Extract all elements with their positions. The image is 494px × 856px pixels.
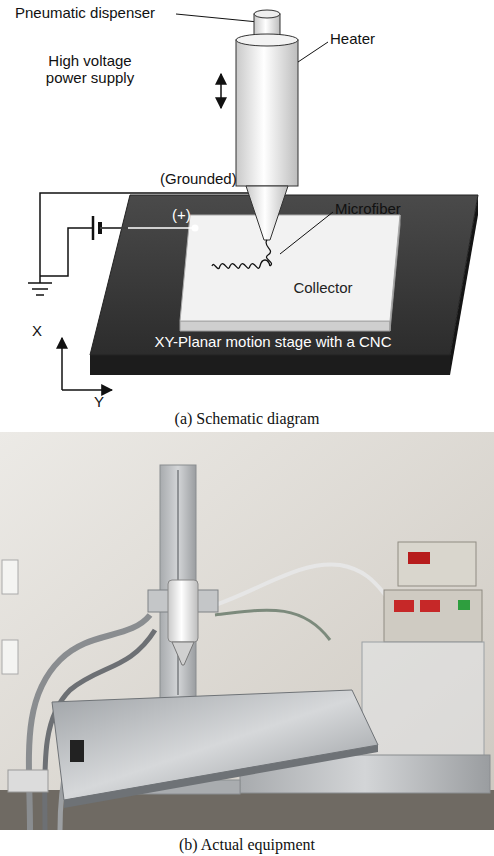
part-label: Pneumatic dispenser — [15, 4, 155, 21]
axis-label: Y — [94, 393, 104, 410]
node-label: XY-Planar motion stage with a CNC — [108, 333, 438, 350]
wall-outlet — [2, 640, 18, 674]
sensor — [70, 740, 84, 762]
dispenser-cap-top — [254, 10, 280, 18]
power-unit — [8, 770, 48, 792]
head-heater — [168, 580, 198, 642]
collector-plate: Collector — [178, 213, 402, 335]
collector-top — [180, 215, 400, 321]
cable — [215, 610, 330, 640]
cable — [215, 564, 390, 605]
stage-plate-edge — [64, 745, 378, 808]
ground-symbol — [28, 282, 52, 284]
display — [394, 600, 414, 612]
supply-wire — [40, 228, 93, 276]
supply-wire — [100, 227, 195, 229]
ground-symbol — [36, 294, 44, 296]
x-axis-arrow — [61, 338, 63, 390]
figure-caption: (b) Actual equipment — [0, 836, 494, 854]
head-nozzle — [172, 642, 194, 665]
display — [408, 552, 430, 564]
photo-background — [0, 432, 494, 830]
supply-wire — [100, 227, 128, 229]
collector-plate-outline — [178, 213, 402, 335]
ground-symbol — [32, 288, 48, 290]
leader-line — [176, 14, 258, 22]
heater-cylinder — [236, 40, 298, 186]
y-axis-arrow — [62, 389, 112, 391]
terminal-label: (+) — [172, 206, 191, 223]
part-label: High voltage power supply — [34, 52, 146, 86]
controller-box — [384, 590, 482, 642]
stage-plate — [52, 690, 378, 800]
axis-label: X — [32, 322, 42, 339]
figure-caption: (a) Schematic diagram — [0, 410, 494, 428]
controller-box — [398, 542, 476, 586]
acrylic-enclosure — [362, 642, 484, 762]
display — [420, 600, 440, 612]
part-label: Microfiber — [335, 200, 401, 217]
battery-symbol — [92, 216, 95, 240]
stage-top — [90, 195, 478, 355]
button — [458, 600, 470, 610]
stage-side — [90, 355, 450, 375]
part-label: Heater — [330, 30, 375, 47]
leader-line — [298, 42, 328, 62]
motion-arrow — [220, 74, 222, 108]
node-label: Collector — [273, 279, 373, 296]
terminal-label: (Grounded) — [160, 170, 237, 187]
collector-side — [180, 321, 390, 331]
motion-stage: XY-Planar motion stage with a CNC Collect… — [88, 193, 480, 377]
wire-terminal — [192, 225, 199, 232]
heater-top — [236, 34, 298, 46]
wall-outlet — [2, 560, 18, 594]
